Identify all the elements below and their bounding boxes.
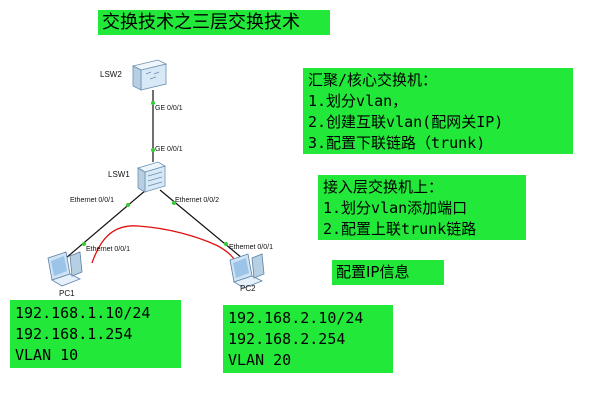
- core-notes-line: 1.划分vlan，: [308, 92, 408, 110]
- lsw2-switch-icon[interactable]: [131, 59, 168, 91]
- port-label-lsw1-up: GE 0/0/1: [155, 146, 183, 153]
- pc2-info-line: 192.168.2.10/24: [228, 309, 364, 327]
- port-label-lsw1-left: Ethernet 0/0/1: [70, 197, 114, 204]
- core-notes-line: 2.创建互联vlan(配网关IP): [308, 113, 504, 131]
- pc2-computer-icon[interactable]: [229, 253, 265, 289]
- pc2-info-line: VLAN 20: [228, 351, 292, 369]
- pc1-ip-info: 192.168.1.10/24 192.168.1.254 VLAN 10: [10, 300, 181, 368]
- pc2-label: PC2: [240, 284, 256, 293]
- pc1-label: PC1: [59, 289, 75, 298]
- port-dot-lsw2-down: [151, 101, 155, 105]
- lsw1-switch-icon[interactable]: [136, 161, 167, 193]
- port-label-lsw2-down: GE 0/0/1: [155, 105, 183, 112]
- core-notes-line: 汇聚/核心交换机：: [308, 71, 438, 89]
- access-switch-notes: 接入层交换机上： 1.划分vlan添加端口 2.配置上联trunk链路: [318, 175, 526, 240]
- access-notes-line: 接入层交换机上：: [323, 178, 444, 196]
- link-lsw1-pc1: [65, 189, 147, 259]
- port-dot-pc2: [224, 242, 228, 246]
- annotation-curve: [91, 225, 237, 264]
- diagram-title: 交换技术之三层交换技术: [98, 10, 330, 35]
- pc2-ip-info: 192.168.2.10/24 192.168.2.254 VLAN 20: [223, 305, 393, 373]
- pc1-info-line: VLAN 10: [15, 346, 79, 364]
- core-notes-line: 3.配置下联链路（trunk): [308, 134, 486, 152]
- port-label-pc2: Ethernet 0/0/1: [229, 244, 273, 251]
- port-dot-lsw1-right: [172, 201, 176, 205]
- pc1-info-line: 192.168.1.10/24: [15, 304, 151, 322]
- lsw2-label: LSW2: [100, 70, 122, 79]
- pc1-info-line: 192.168.1.254: [15, 325, 133, 343]
- port-dot-lsw1-up: [151, 148, 155, 152]
- access-notes-line: 1.划分vlan添加端口: [323, 199, 468, 217]
- access-notes-line: 2.配置上联trunk链路: [323, 220, 477, 238]
- port-label-pc1: Ethernet 0/0/1: [86, 246, 130, 253]
- lsw1-label: LSW1: [108, 170, 130, 179]
- port-label-lsw1-right: Ethernet 0/0/2: [175, 197, 219, 204]
- ip-config-note: 配置IP信息: [332, 260, 444, 285]
- pc1-computer-icon[interactable]: [47, 251, 83, 287]
- port-dot-lsw1-left: [126, 203, 130, 207]
- core-switch-notes: 汇聚/核心交换机： 1.划分vlan， 2.创建互联vlan(配网关IP) 3.…: [303, 68, 573, 154]
- pc2-info-line: 192.168.2.254: [228, 330, 346, 348]
- port-dot-pc1: [82, 242, 86, 246]
